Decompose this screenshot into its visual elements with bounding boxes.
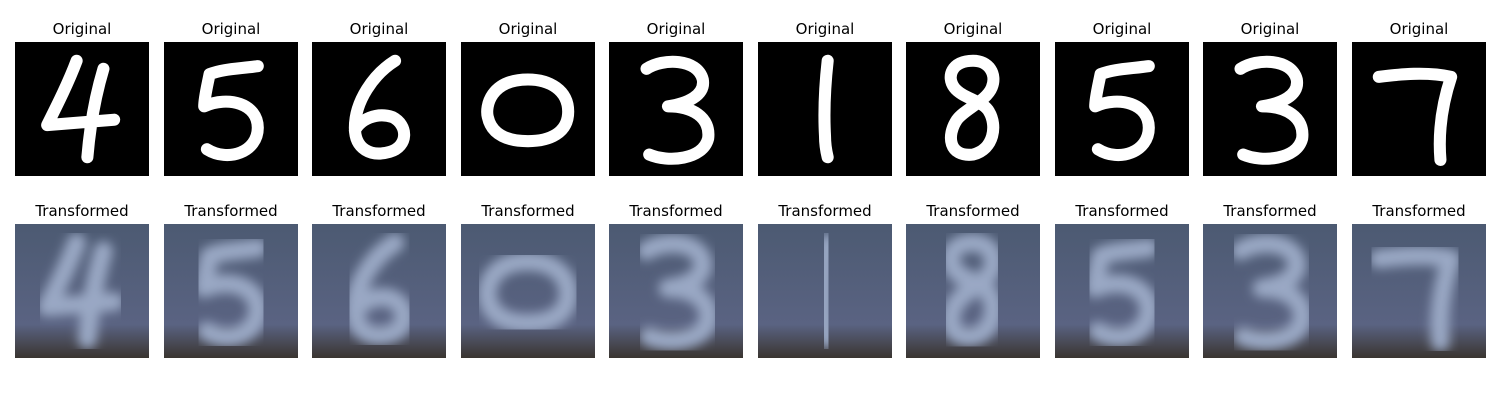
original-digit-image	[609, 42, 743, 176]
transformed-digit-image	[164, 224, 298, 358]
original-digit-image	[461, 42, 595, 176]
transformed-digit-image	[1352, 224, 1486, 358]
original-digit-image	[15, 42, 149, 176]
transformed-digit-image	[312, 224, 446, 358]
original-digit-image	[1352, 42, 1486, 176]
panel-title: Original	[1092, 20, 1152, 38]
panel-title: Transformed	[778, 202, 872, 220]
panel-title: Transformed	[1223, 202, 1317, 220]
panel-title: Original	[498, 20, 558, 38]
transformed-digit-image	[758, 224, 892, 358]
panel-title: Original	[1389, 20, 1449, 38]
original-digit-image	[758, 42, 892, 176]
panel-title: Original	[201, 20, 261, 38]
transformed-digit-image	[906, 224, 1040, 358]
panel-title: Original	[349, 20, 409, 38]
transformed-digit-image	[1203, 224, 1337, 358]
panel-title: Transformed	[1075, 202, 1169, 220]
panel-title: Original	[646, 20, 706, 38]
panel-title: Original	[1240, 20, 1300, 38]
panel-title: Original	[943, 20, 1003, 38]
panel-title: Transformed	[629, 202, 723, 220]
original-digit-image	[906, 42, 1040, 176]
transformed-digit-image	[15, 224, 149, 358]
original-digit-image	[312, 42, 446, 176]
panel-title: Transformed	[184, 202, 278, 220]
original-digit-image	[1203, 42, 1337, 176]
panel-title: Transformed	[1372, 202, 1466, 220]
transformed-digit-image	[1055, 224, 1189, 358]
panel-title: Transformed	[35, 202, 129, 220]
panel-title: Transformed	[332, 202, 426, 220]
original-digit-image	[164, 42, 298, 176]
panel-title: Transformed	[926, 202, 1020, 220]
original-digit-image	[1055, 42, 1189, 176]
panel-title: Original	[52, 20, 112, 38]
panel-title: Original	[795, 20, 855, 38]
transformed-digit-image	[461, 224, 595, 358]
transformed-digit-image	[609, 224, 743, 358]
panel-title: Transformed	[481, 202, 575, 220]
